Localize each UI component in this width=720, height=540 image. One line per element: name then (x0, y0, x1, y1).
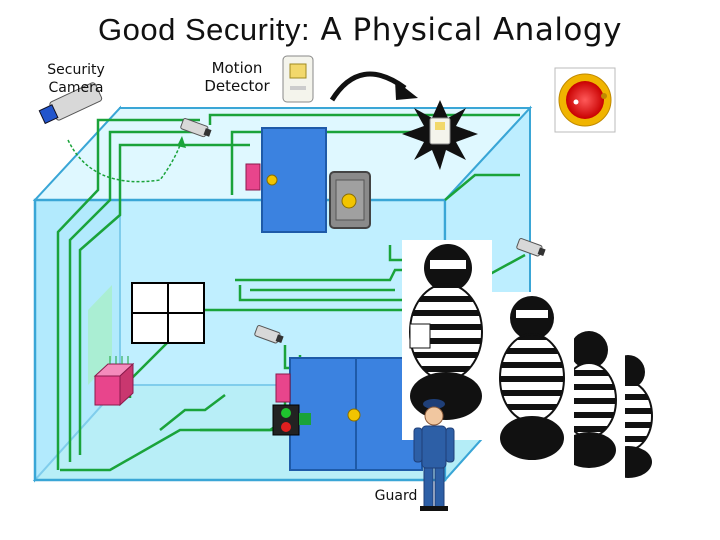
robber-icon (402, 240, 492, 440)
title-part-1: Good Security: (98, 12, 311, 47)
safe-icon (329, 171, 371, 229)
security-camera-label-line1: Security (47, 62, 105, 78)
left-wall-panel (88, 285, 112, 385)
security-camera-icon (38, 82, 103, 125)
keypad-front (275, 373, 291, 403)
triggered-detector-icon (402, 100, 478, 170)
motion-detector-label: Motion Detector (194, 59, 280, 95)
guard-icon (413, 399, 455, 511)
inner-camera-icon (254, 325, 284, 344)
front-door (289, 357, 423, 471)
guard-label: Guard (374, 488, 418, 504)
page-title: Good Security: A Physical Analogy (0, 12, 720, 48)
robber-icon (492, 292, 574, 482)
trigger-arrow (329, 71, 407, 102)
camera-sweep-arrowhead (177, 136, 186, 148)
security-camera-label: Security Camera (40, 61, 112, 97)
keypad-back (245, 163, 261, 191)
motion-detector-label-line2: Detector (204, 77, 270, 95)
ceiling-camera-icon (180, 118, 212, 138)
security-camera-label-line2: Camera (48, 80, 104, 96)
trigger-arrowhead (395, 80, 418, 100)
alarm-bell-icon (554, 67, 616, 133)
control-box (93, 356, 135, 407)
motion-detector-label-line1: Motion (211, 59, 263, 77)
back-door (261, 127, 327, 233)
camera-sweep-arrow (67, 139, 183, 183)
status-light-panel (272, 404, 311, 436)
wall-camera-icon (516, 238, 546, 257)
motion-detector-icon (282, 55, 314, 103)
window (131, 282, 205, 344)
title-part-2: A Physical Analogy (320, 12, 622, 48)
